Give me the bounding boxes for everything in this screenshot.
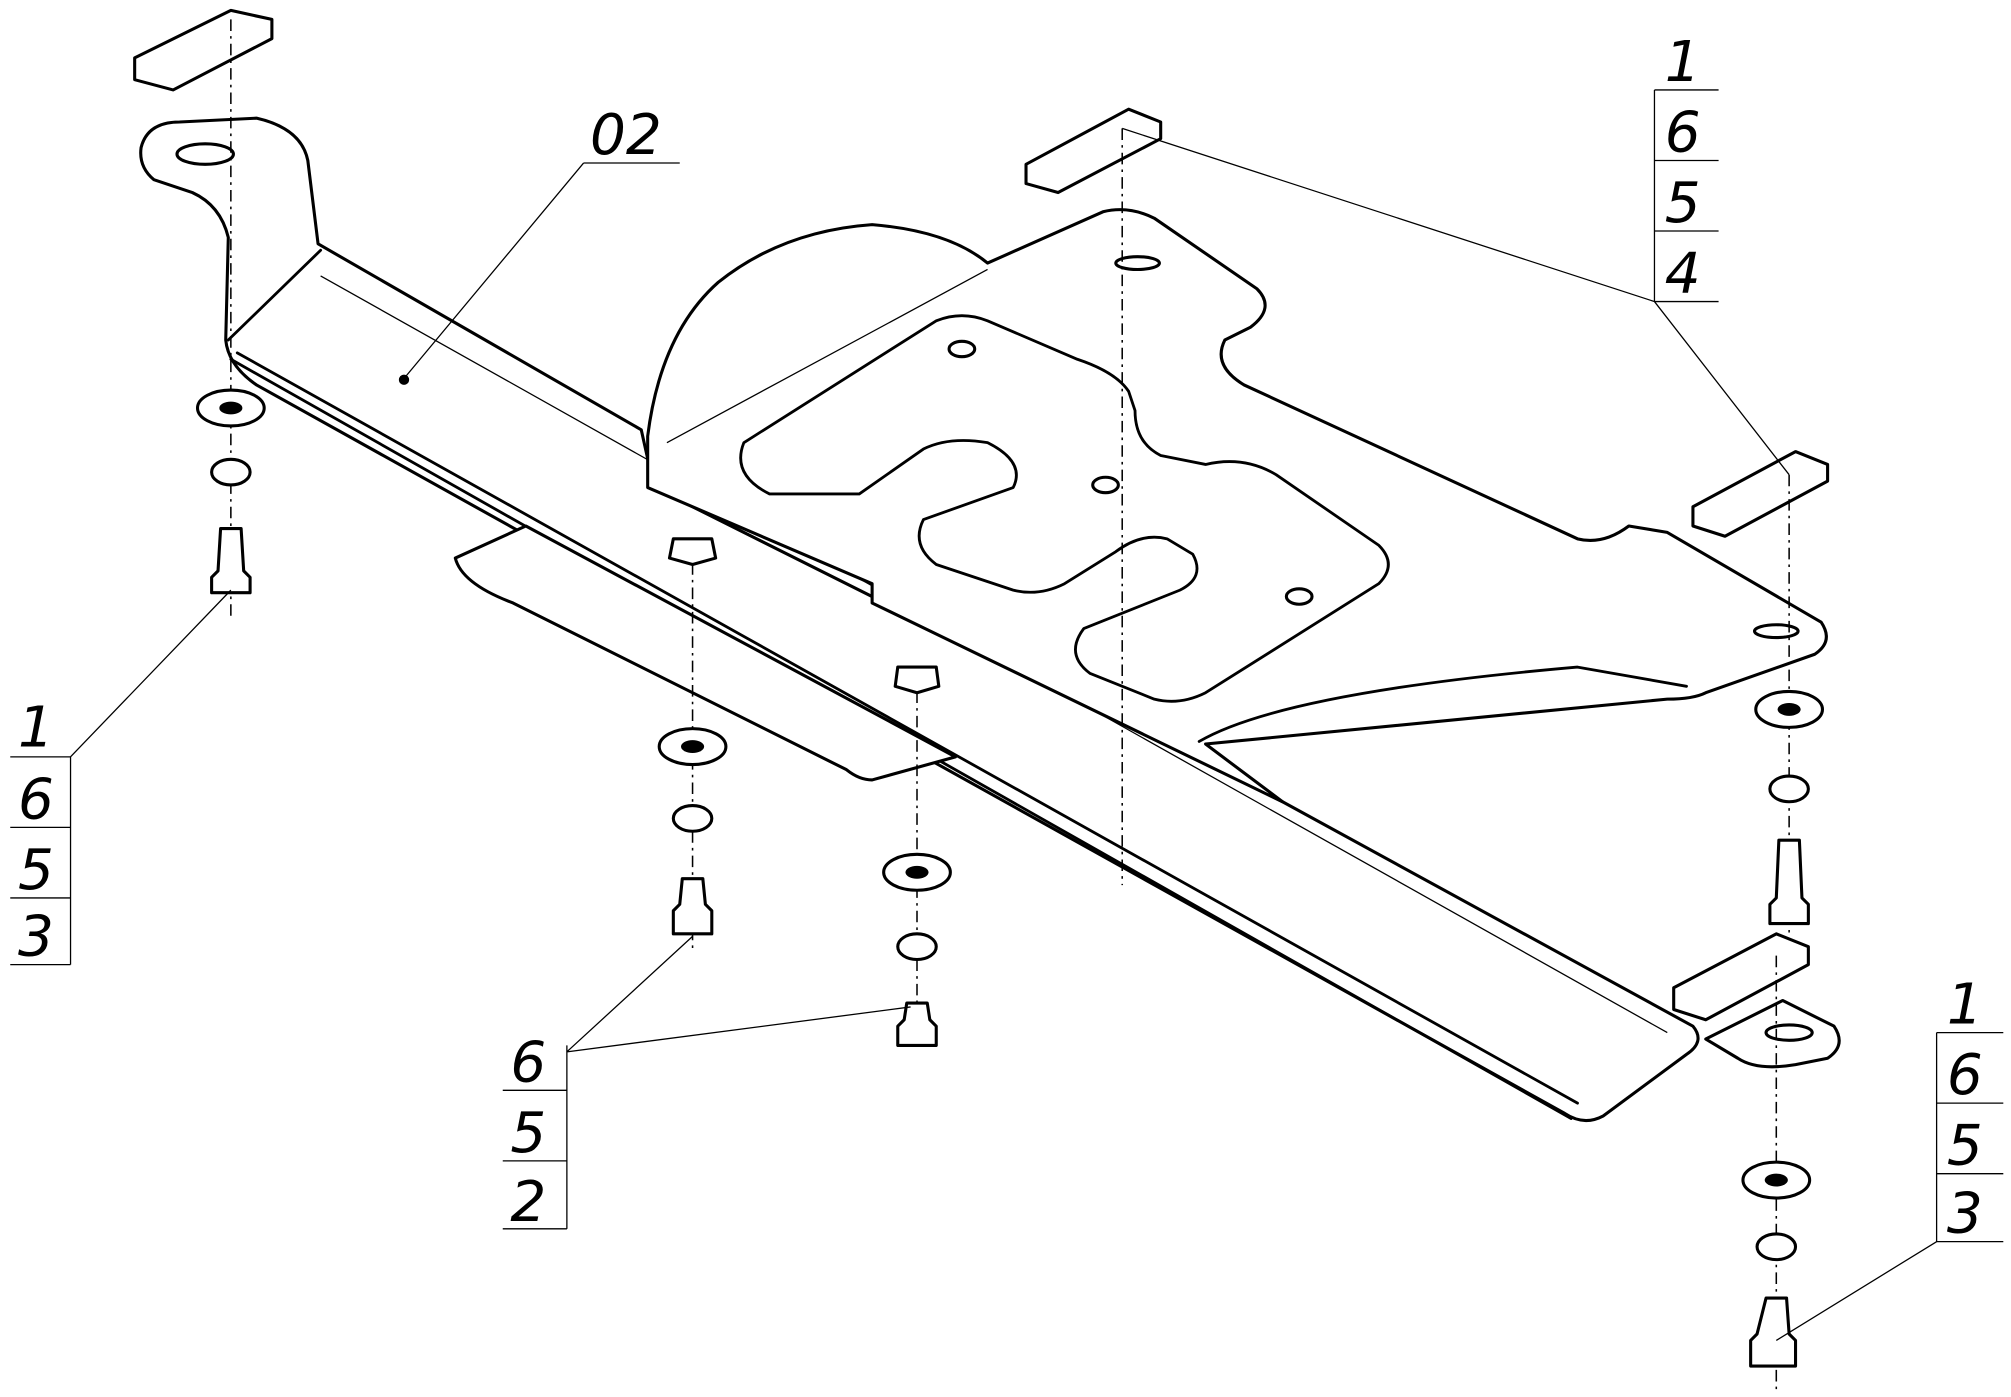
callout-text: 5 bbox=[1947, 1114, 1983, 1179]
fasteners bbox=[195, 388, 1825, 1368]
callout-text: 1 bbox=[1665, 30, 1701, 95]
callout-text: 6 bbox=[1947, 1043, 1983, 1108]
callout-bottom-middle: 6 5 2 bbox=[502, 935, 911, 1235]
part-label-02: 02 bbox=[403, 103, 680, 379]
callout-text: 3 bbox=[1947, 1182, 1983, 1247]
callout-text: 5 bbox=[18, 838, 54, 903]
callout-text: 1 bbox=[18, 696, 54, 761]
callout-text: 5 bbox=[1665, 171, 1701, 236]
callout-text: 3 bbox=[18, 905, 54, 970]
callout-left: 1 6 5 3 bbox=[10, 589, 232, 970]
skid-plate-lower bbox=[453, 524, 958, 782]
callout-top-right: 1 6 5 4 bbox=[1122, 30, 1790, 476]
callout-text: 6 bbox=[510, 1030, 546, 1095]
callout-text: 1 bbox=[1947, 973, 1983, 1038]
part-label-text: 02 bbox=[590, 103, 662, 168]
callout-text: 6 bbox=[18, 767, 54, 832]
callout-text: 5 bbox=[510, 1101, 546, 1166]
callout-text: 4 bbox=[1665, 242, 1701, 307]
callout-text: 6 bbox=[1665, 101, 1701, 166]
callout-text: 2 bbox=[510, 1170, 546, 1235]
callout-bottom-right: 1 6 5 3 bbox=[1775, 973, 2004, 1341]
skid-plate-upper bbox=[646, 208, 1828, 804]
